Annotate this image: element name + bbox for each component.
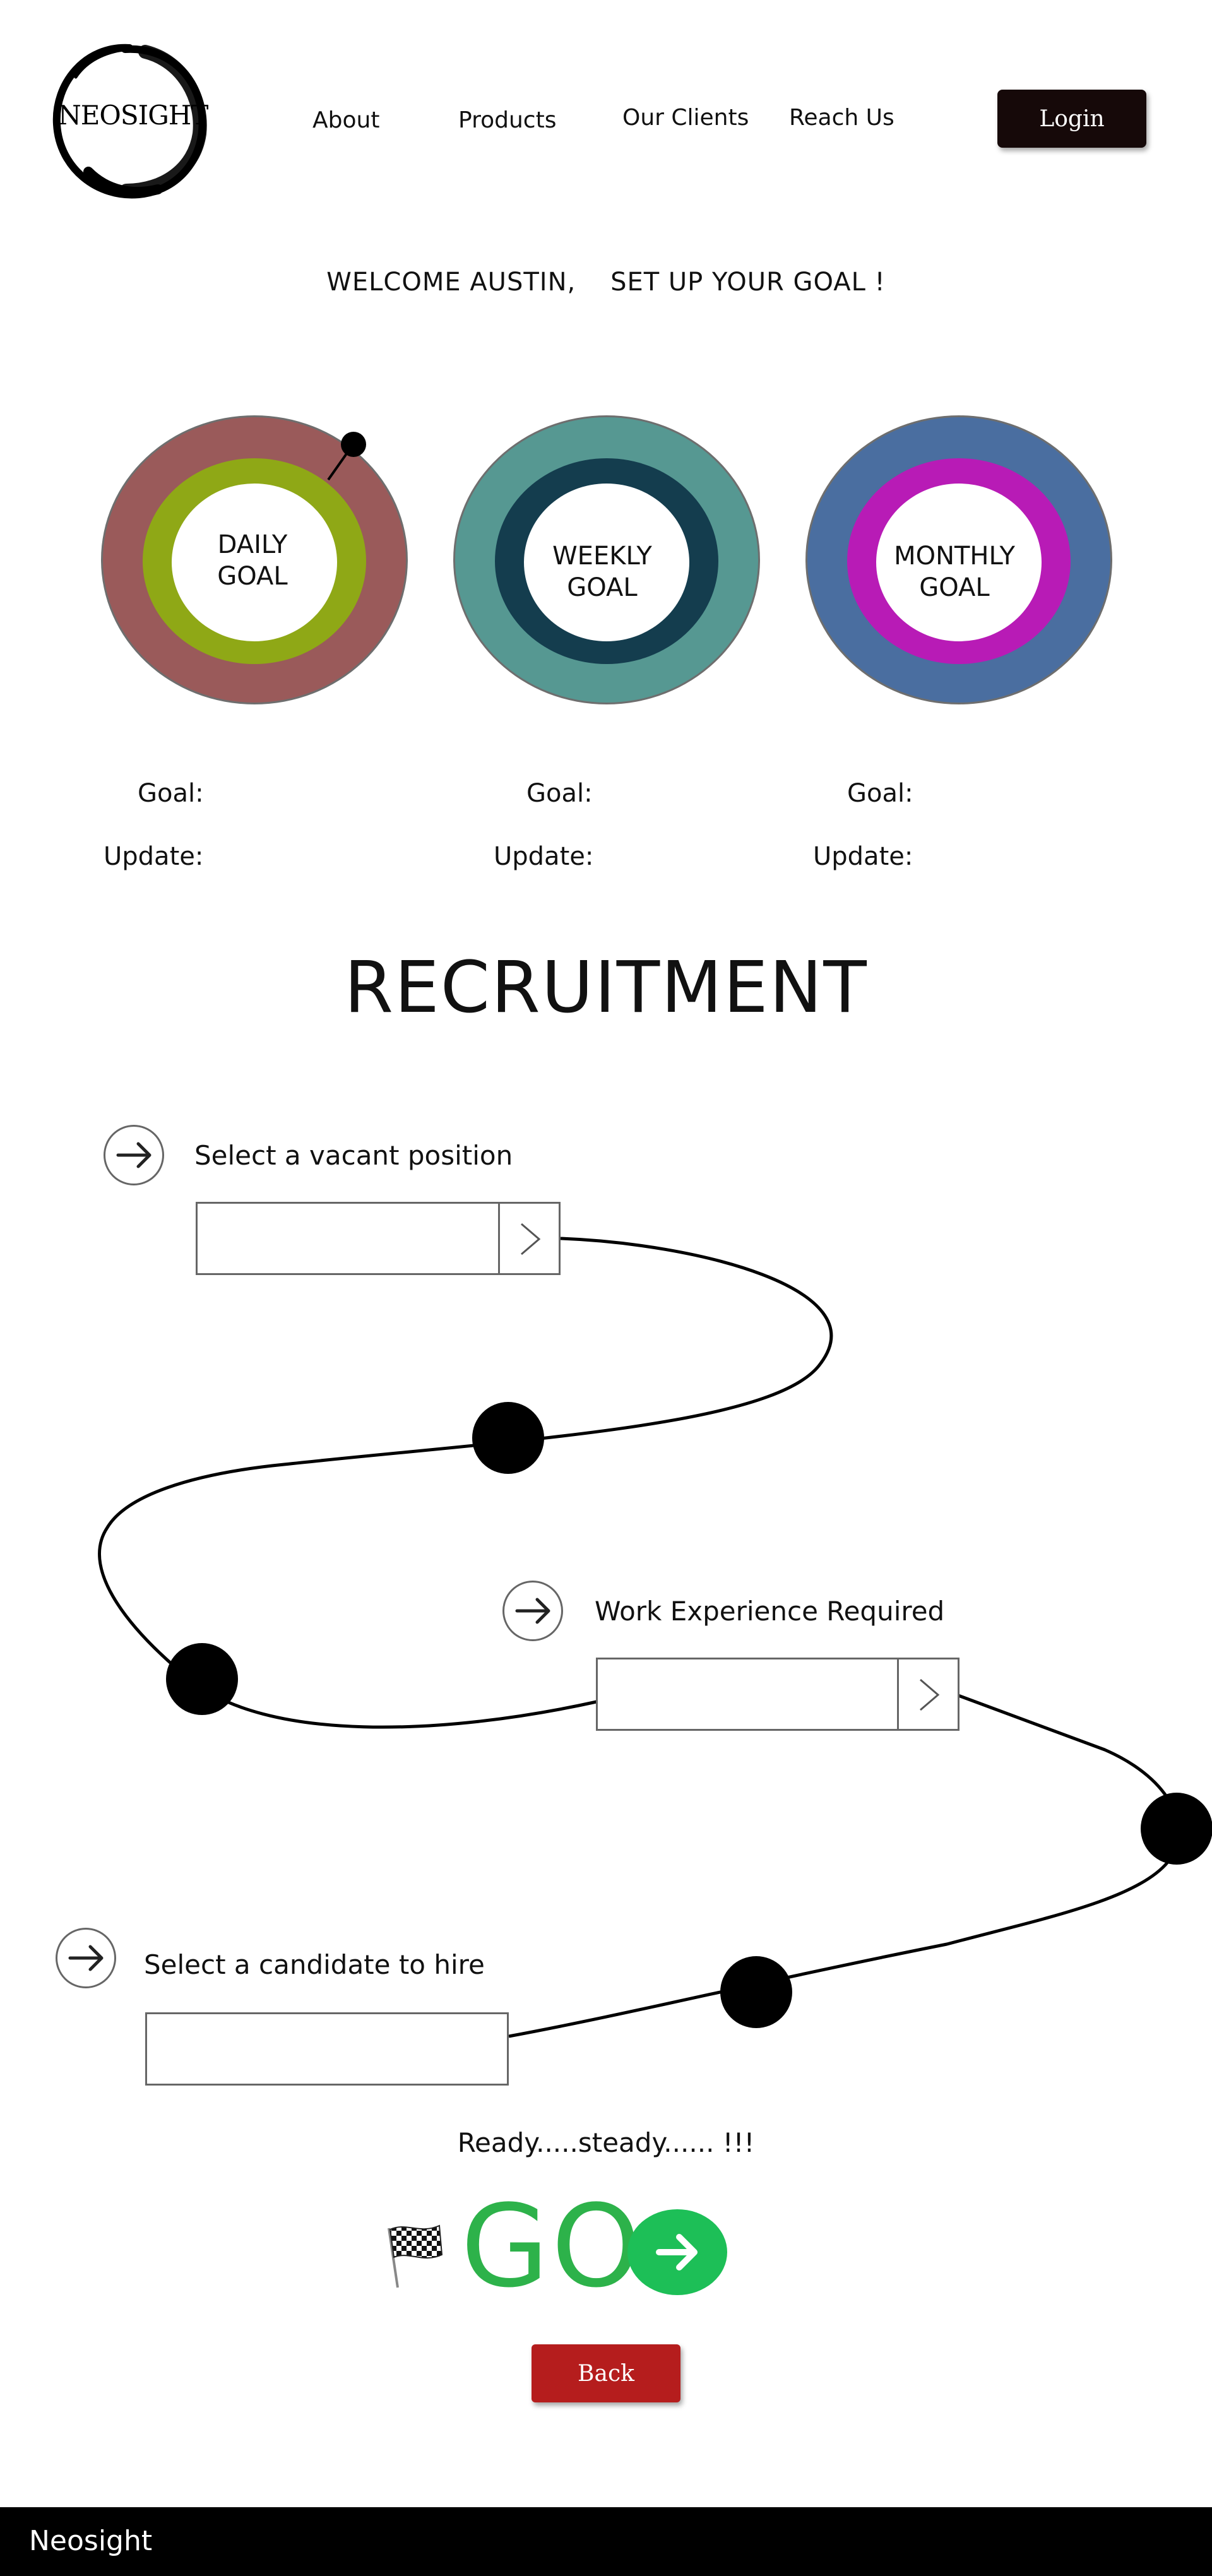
recruitment-title: RECRUITMENT <box>344 947 868 1029</box>
logo[interactable]: NEOSIGHT <box>50 39 208 205</box>
nav-about[interactable]: About <box>312 107 380 133</box>
chevron-right-icon <box>521 1223 541 1255</box>
step1-label: Select a vacant position <box>194 1140 513 1171</box>
checkered-flag-icon <box>388 2224 443 2288</box>
arrow-right-icon <box>656 2234 698 2270</box>
back-button[interactable]: Back <box>532 2344 680 2402</box>
vacant-position-select[interactable] <box>196 1202 561 1275</box>
candidate-select[interactable] <box>145 2012 509 2086</box>
go-button[interactable] <box>627 2209 727 2295</box>
nav-our-clients[interactable]: Our Clients <box>622 105 749 131</box>
path-segment-2 <box>508 1694 1180 2038</box>
weekly-goal-center <box>524 484 689 641</box>
step2-arrow-icon <box>502 1581 563 1641</box>
step2-label: Work Experience Required <box>595 1596 945 1627</box>
path-segment-1 <box>98 1237 833 1729</box>
work-experience-input[interactable] <box>598 1659 898 1729</box>
monthly-goal-value-label: Goal: <box>847 779 913 808</box>
login-button[interactable]: Login <box>997 90 1146 148</box>
daily-goal-progress-marker[interactable] <box>316 427 372 490</box>
work-experience-next-button[interactable] <box>897 1659 958 1729</box>
step3-arrow-icon <box>56 1928 116 1988</box>
work-experience-select[interactable] <box>596 1658 960 1731</box>
go-text: GO <box>461 2181 644 2313</box>
vacant-position-input[interactable] <box>198 1204 499 1273</box>
weekly-goal-value-label: Goal: <box>526 779 593 808</box>
chevron-right-icon <box>920 1678 940 1711</box>
footer-brand: Neosight <box>29 2525 153 2557</box>
monthly-goal-center <box>876 484 1042 641</box>
path-milestone-4[interactable] <box>720 1956 792 2028</box>
vacant-position-next-button[interactable] <box>498 1204 559 1273</box>
daily-goal-value-label: Goal: <box>138 779 204 808</box>
ready-text: Ready.....steady...... !!! <box>457 2127 755 2158</box>
nav-products[interactable]: Products <box>458 107 557 133</box>
daily-update-label: Update: <box>104 842 204 871</box>
footer: Neosight <box>0 2507 1212 2576</box>
path-milestone-3[interactable] <box>1141 1793 1212 1865</box>
monthly-update-label: Update: <box>813 842 913 871</box>
logo-brush-circle <box>52 44 207 199</box>
welcome-heading: WELCOME AUSTIN, SET UP YOUR GOAL ! <box>326 268 886 297</box>
weekly-update-label: Update: <box>494 842 594 871</box>
path-milestone-1[interactable] <box>472 1402 544 1474</box>
step1-arrow-icon <box>104 1125 164 1185</box>
path-milestone-2[interactable] <box>166 1643 238 1715</box>
step3-label: Select a candidate to hire <box>144 1949 485 1980</box>
recruitment-path <box>98 1237 1212 2038</box>
nav-reach-us[interactable]: Reach Us <box>789 105 894 131</box>
daily-goal-center <box>172 484 337 641</box>
logo-text: NEOSIGHT <box>58 100 208 131</box>
candidate-input[interactable] <box>147 2014 507 2084</box>
